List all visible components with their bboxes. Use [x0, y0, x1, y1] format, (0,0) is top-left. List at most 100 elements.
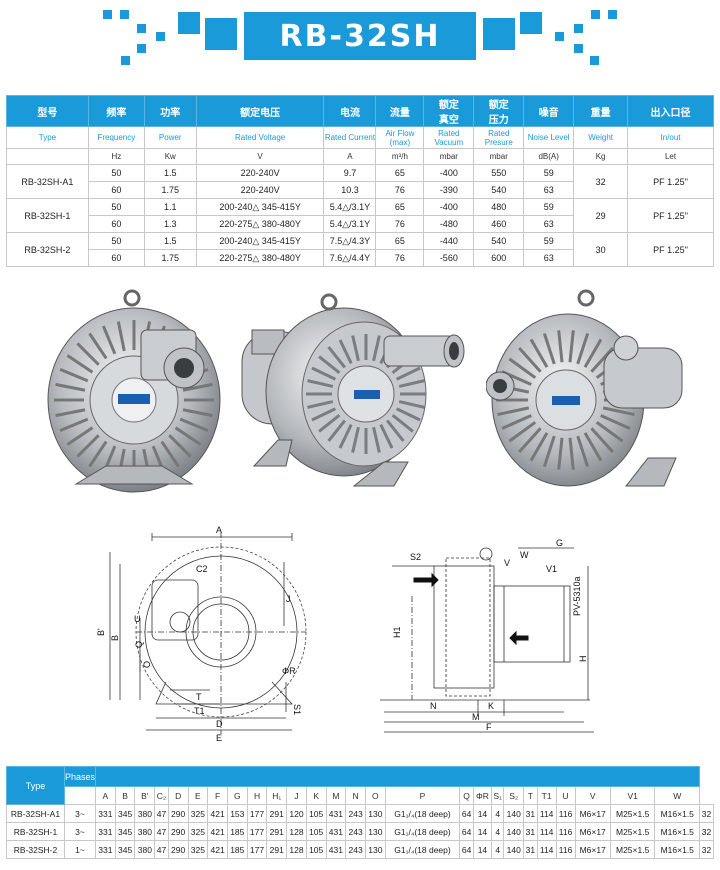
dim-label-B: B — [110, 635, 120, 641]
decor-square — [574, 24, 583, 33]
dim-value: 130 — [364, 822, 386, 841]
cooling-fin — [182, 382, 213, 392]
cooling-fin — [168, 434, 192, 458]
dim-label-T1: T1 — [194, 706, 205, 716]
dim-label-V: V — [504, 558, 510, 568]
spec-header-cn: 电流 — [323, 95, 377, 127]
cooling-fin — [311, 366, 337, 381]
spec-header-en: Rated Voltage — [195, 126, 325, 149]
model-weight: 30 — [573, 232, 629, 267]
side-view-drawing: S2 V W G V1 H1 H N K M F PV-5310a — [380, 538, 594, 733]
spec-cell-freq: 50 — [87, 198, 145, 216]
cooling-fin — [557, 330, 564, 363]
dim-col-header: H₁ — [266, 786, 288, 805]
dim-col-header: M — [325, 786, 347, 805]
dim-value: 64 — [459, 822, 474, 841]
spec-header-en: Noise Level — [523, 126, 575, 149]
dim-value: 153 — [226, 804, 248, 823]
cooling-fin — [583, 338, 603, 368]
cooling-fin — [55, 382, 86, 392]
spec-cell-flow: 76 — [375, 181, 425, 199]
dim-value: 116 — [555, 804, 576, 823]
dim-col-header: V1 — [609, 786, 656, 805]
dim-label-S2: S2 — [410, 552, 421, 562]
spec-cell-vacuum: -400 — [423, 164, 475, 182]
dim-col-header: C₂ — [154, 786, 169, 805]
dim-value: 331 — [95, 840, 116, 859]
cooling-fin — [602, 406, 635, 417]
dim-value: 185 — [226, 840, 248, 859]
spec-header-en: Air Flow (max) — [375, 126, 425, 149]
dim-type: RB-32SH-A1 — [6, 804, 65, 823]
cooling-fin — [307, 379, 334, 388]
dim-label-K: K — [488, 701, 494, 711]
dim-value: 47 — [154, 822, 169, 841]
cooling-fin — [508, 421, 537, 443]
spec-cell-freq: 60 — [87, 181, 145, 199]
spec-cell-power: 1.75 — [143, 249, 197, 267]
cooling-fin — [318, 355, 341, 374]
dim-value: M25×1.5 — [609, 840, 656, 859]
spec-cell-power: 1.5 — [143, 164, 197, 182]
spec-header-cn: 额定 真空 — [423, 95, 475, 127]
dim-value: M25×1.5 — [609, 822, 656, 841]
dim-col-header: Q — [459, 786, 474, 805]
cooling-fin — [66, 426, 94, 446]
decor-square — [555, 32, 564, 41]
dim-col-header: E — [187, 786, 209, 805]
dim-label-S1: S1 — [292, 704, 302, 715]
dim-col-header: K — [305, 786, 327, 805]
cooling-fin — [568, 437, 575, 470]
dim-type: RB-32SH-1 — [6, 822, 65, 841]
dim-value: 120 — [286, 804, 307, 823]
dim-value: 331 — [95, 804, 116, 823]
spec-header-en: Rated Vacuum — [423, 126, 475, 149]
dim-value: 64 — [459, 804, 474, 823]
dim-value: 130 — [364, 804, 386, 823]
dim-label-C2: C2 — [196, 564, 208, 574]
dim-value: M16×1.5 — [654, 822, 701, 841]
decor-square — [520, 12, 542, 34]
dim-label-Bprime: B' — [96, 628, 106, 636]
dim-value: 380 — [134, 840, 156, 859]
cooling-fin — [542, 332, 556, 365]
dim-value: 140 — [503, 822, 525, 841]
model-inout: PF 1.25" — [627, 198, 714, 233]
dim-value: 140 — [503, 840, 525, 859]
dim-value: 128 — [286, 840, 307, 859]
cooling-fin — [372, 335, 381, 362]
dim-value: 31 — [523, 822, 538, 841]
dim-col-header: T — [523, 786, 538, 805]
dim-header-type: Type — [6, 766, 65, 805]
dim-label-W: W — [520, 550, 529, 560]
dim-value: M25×1.5 — [609, 804, 656, 823]
dim-value: 243 — [345, 840, 366, 859]
cooling-fin — [379, 423, 394, 449]
decor-square — [137, 44, 146, 53]
spec-unit: Let — [627, 148, 714, 165]
dim-label-F: F — [486, 722, 492, 732]
cooling-fin — [179, 417, 209, 433]
dim-header-band — [95, 766, 701, 787]
cooling-fin — [590, 346, 614, 373]
spec-cell-voltage: 200-240△ 345-415Y — [195, 232, 325, 250]
dim-value: 177 — [246, 840, 268, 859]
spec-header-cn: 出入口径 — [627, 95, 714, 127]
dim-value: 4 — [490, 840, 505, 859]
spec-header-cn: 额定电压 — [195, 95, 325, 127]
spec-cell-power: 1.3 — [143, 215, 197, 233]
spec-cell-power: 1.1 — [143, 198, 197, 216]
spec-header-en: Type — [6, 126, 89, 149]
cooling-fin — [116, 321, 126, 352]
dim-phase: 3~ — [63, 822, 97, 841]
dim-value: 431 — [325, 804, 347, 823]
cooling-fin — [600, 414, 631, 430]
dim-header-blank — [63, 786, 97, 805]
dim-value: M6×17 — [574, 804, 611, 823]
spec-unit: V — [195, 148, 325, 165]
dim-value: 128 — [286, 822, 307, 841]
decor-square — [483, 18, 515, 50]
spec-unit: dB(A) — [523, 148, 575, 165]
